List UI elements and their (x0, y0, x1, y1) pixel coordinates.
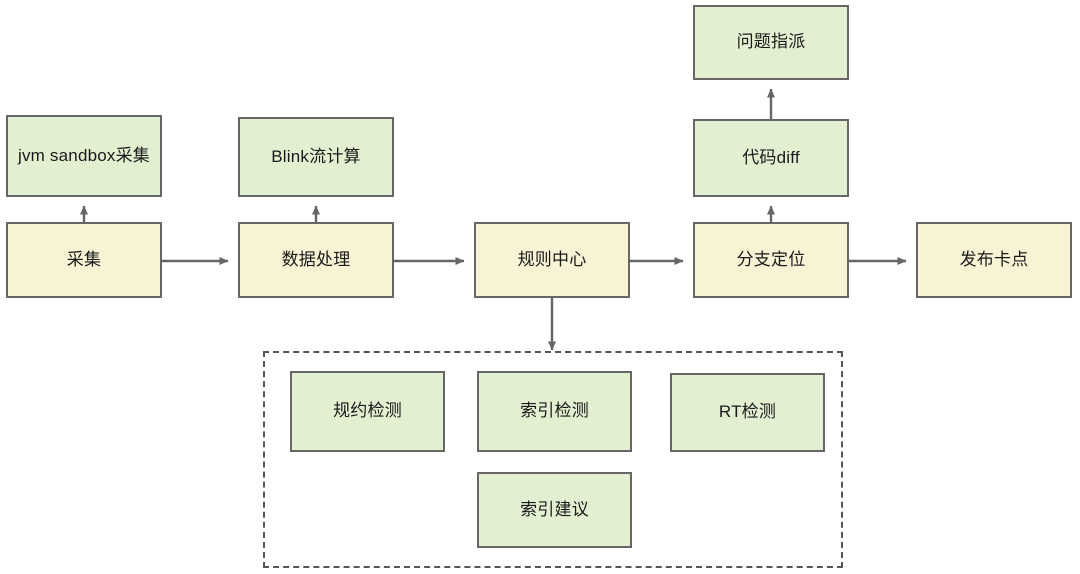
node-issue-assign[interactable]: 问题指派 (693, 5, 849, 80)
node-rt-check[interactable]: RT检测 (670, 373, 825, 452)
node-jvm-sandbox-collect[interactable]: jvm sandbox采集 (6, 115, 162, 197)
node-label: 数据处理 (281, 249, 351, 269)
node-release-gate[interactable]: 发布卡点 (916, 222, 1072, 298)
node-rule-center[interactable]: 规则中心 (474, 222, 630, 298)
node-label: Blink流计算 (271, 146, 361, 166)
node-index-check[interactable]: 索引检测 (477, 371, 632, 452)
node-spec-check[interactable]: 规约检测 (290, 371, 445, 452)
node-label: 索引检测 (520, 401, 589, 421)
node-code-diff[interactable]: 代码diff (693, 119, 849, 197)
node-label: 问题指派 (736, 32, 806, 52)
node-branch-locate[interactable]: 分支定位 (693, 222, 849, 298)
node-label: 分支定位 (736, 249, 806, 269)
node-label: 索引建议 (520, 499, 589, 519)
node-label: 发布卡点 (959, 249, 1029, 269)
node-label: 规约检测 (333, 401, 402, 421)
node-label: RT检测 (718, 402, 777, 422)
node-collect[interactable]: 采集 (6, 222, 162, 298)
node-label: 采集 (66, 249, 102, 269)
node-index-advice[interactable]: 索引建议 (477, 472, 632, 548)
node-label: jvm sandbox采集 (17, 145, 151, 165)
node-data-process[interactable]: 数据处理 (238, 222, 394, 298)
node-blink-stream-compute[interactable]: Blink流计算 (238, 117, 394, 197)
node-label: 规则中心 (517, 249, 587, 269)
node-label: 代码diff (742, 147, 800, 167)
detection-group-container (263, 351, 843, 568)
